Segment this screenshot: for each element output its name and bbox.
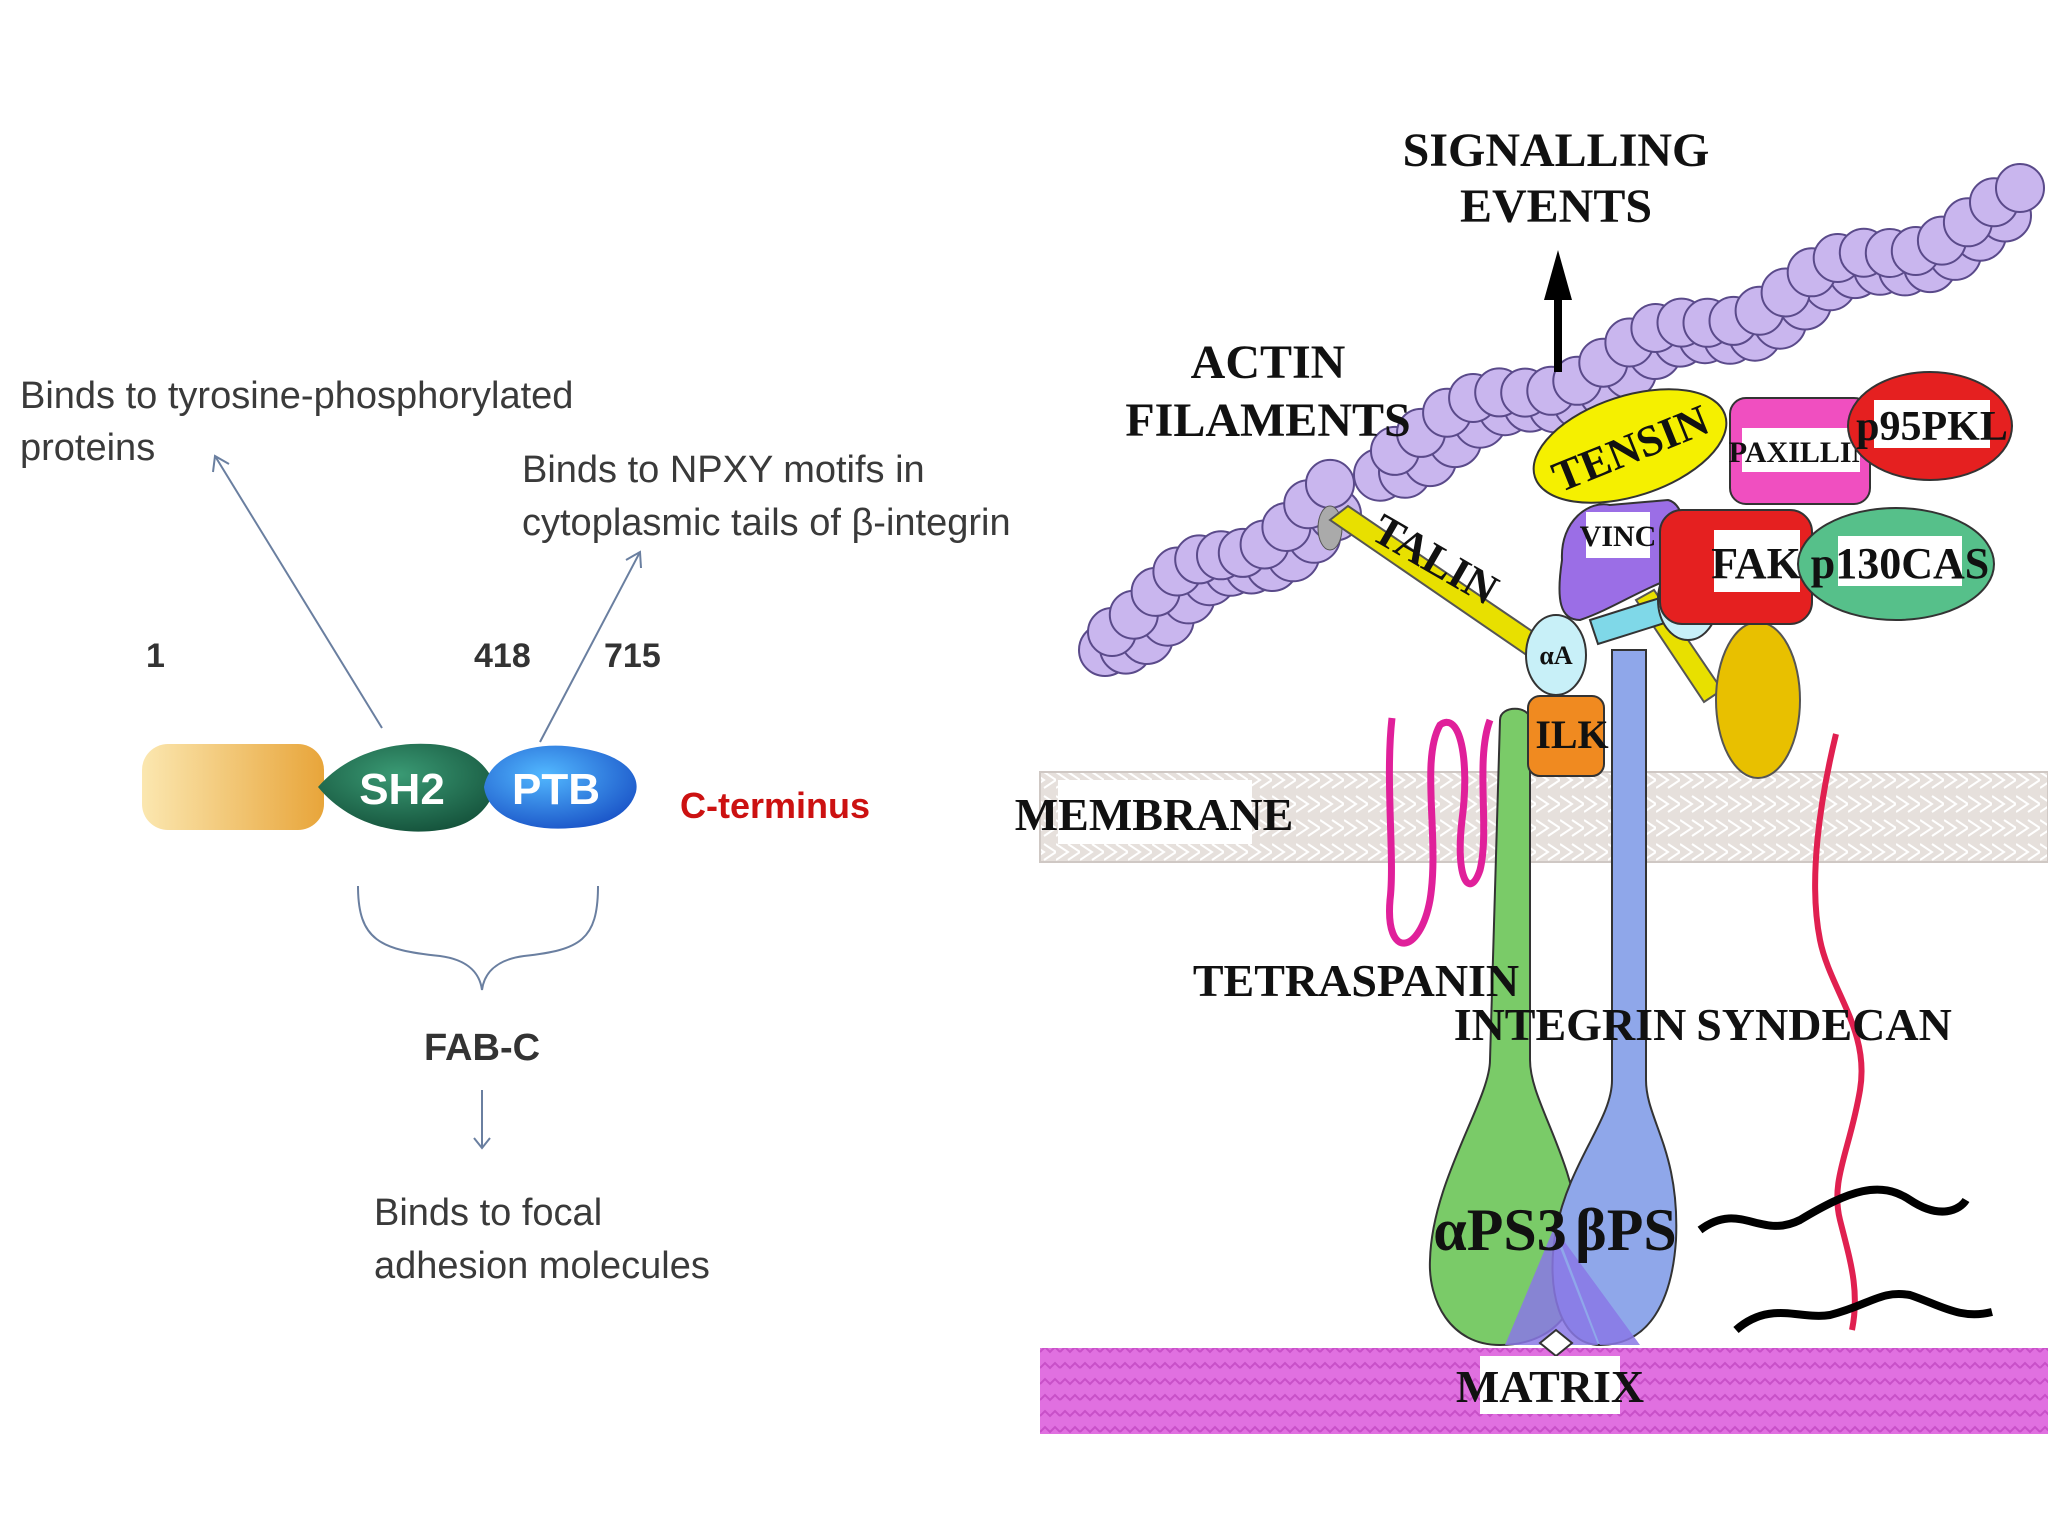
ptb-annotation-line1: Binds to NPXY motifs in xyxy=(522,449,925,491)
tetraspanin-protein xyxy=(1385,717,1494,947)
ptb-arrowhead xyxy=(625,550,642,569)
signalling-arrow xyxy=(1544,250,1572,372)
sh2-annotation-line1: Binds to tyrosine-phosphorylated xyxy=(20,375,573,417)
ptb-arrow xyxy=(539,551,641,743)
fab-c-desc-line1: Binds to focal xyxy=(374,1192,602,1234)
actin-bead xyxy=(1995,163,2045,213)
syndecan-label: SYNDECAN xyxy=(1696,999,1952,1050)
syndecan-gag-chain-2 xyxy=(1733,1290,1993,1334)
sh2-annotation-line2: proteins xyxy=(20,427,155,469)
p130cas-label: p130CAS xyxy=(1811,539,1990,588)
talin-label: TALIN xyxy=(1364,504,1507,615)
fab-c-brace xyxy=(357,885,599,991)
annotation-arrows xyxy=(212,454,642,743)
integrin-label: INTEGRIN xyxy=(1454,999,1687,1050)
domain-structure-panel: Binds to tyrosine-phosphorylated protein… xyxy=(20,375,1011,1287)
vinc-label-bg xyxy=(1586,512,1650,558)
integrin-headpiece-alpha xyxy=(1505,1230,1598,1345)
syndecan-gag-chain-1 xyxy=(1697,1185,1970,1234)
sh2-arrowhead xyxy=(212,454,230,473)
position-418: 418 xyxy=(474,637,531,675)
actin-filaments xyxy=(1078,163,2045,677)
matrix-label-bg xyxy=(1480,1356,1620,1414)
tensin-protein xyxy=(1532,388,1728,504)
matrix-ligand xyxy=(1538,1328,1574,1358)
ilk-protein xyxy=(1527,695,1605,777)
ptb-domain xyxy=(484,745,637,829)
paxillin-label: PAXILLIN xyxy=(1729,436,1874,469)
membrane-label: MEMBRANE xyxy=(1015,789,1294,840)
signalling-events-line1: SIGNALLING xyxy=(1403,124,1710,177)
focal-adhesion-panel: TALIN ILK VINC αA αA FAK xyxy=(1015,124,2048,1434)
p95pkl-label: p95PKL xyxy=(1856,404,2008,450)
ptb-label: PTB xyxy=(512,765,600,814)
actin-filaments-line1: ACTIN xyxy=(1191,336,1346,389)
fak-label: FAK xyxy=(1711,539,1801,588)
n-terminal-domain xyxy=(142,744,324,830)
ptb-annotation-line2: cytoplasmic tails of β-integrin xyxy=(522,502,1011,544)
fak-label-bg xyxy=(1714,530,1800,592)
p95pkl-label-bg xyxy=(1874,400,1990,448)
matrix-label: MATRIX xyxy=(1456,1361,1644,1412)
fab-c-arrow xyxy=(473,1090,491,1150)
integrin-headpiece-beta xyxy=(1556,1230,1640,1345)
alpha-actinin-1 xyxy=(1525,614,1587,696)
yellow-protein-blob xyxy=(1715,621,1801,779)
actin-bead xyxy=(1305,458,1355,509)
fab-c-desc-line2: adhesion molecules xyxy=(374,1245,710,1287)
sh2-label: SH2 xyxy=(359,765,445,814)
p130cas-label-bg xyxy=(1838,536,1962,586)
beta-ps-label: βPS xyxy=(1575,1197,1677,1263)
tetraspanin-label: TETRASPANIN xyxy=(1193,955,1519,1006)
vinc-label: VINC xyxy=(1580,520,1657,553)
sh2-arrow xyxy=(214,455,383,729)
signalling-events-line2: EVENTS xyxy=(1460,180,1652,233)
actin-filaments-line2: FILAMENTS xyxy=(1125,394,1410,447)
membrane-label-bg xyxy=(1058,780,1252,844)
c-terminus-label: C-terminus xyxy=(680,785,870,826)
paxillin-label-bg xyxy=(1742,428,1860,472)
position-1: 1 xyxy=(146,637,165,675)
fab-c-label: FAB-C xyxy=(424,1027,540,1069)
alpha-ps3-label: αPS3 xyxy=(1433,1197,1567,1263)
ilk-label: ILK xyxy=(1535,712,1608,757)
position-715: 715 xyxy=(604,637,661,675)
syndecan-protein xyxy=(1812,733,1865,1331)
alpha-actinin-1-label: αA xyxy=(1539,641,1573,670)
sh2-domain xyxy=(318,743,496,832)
